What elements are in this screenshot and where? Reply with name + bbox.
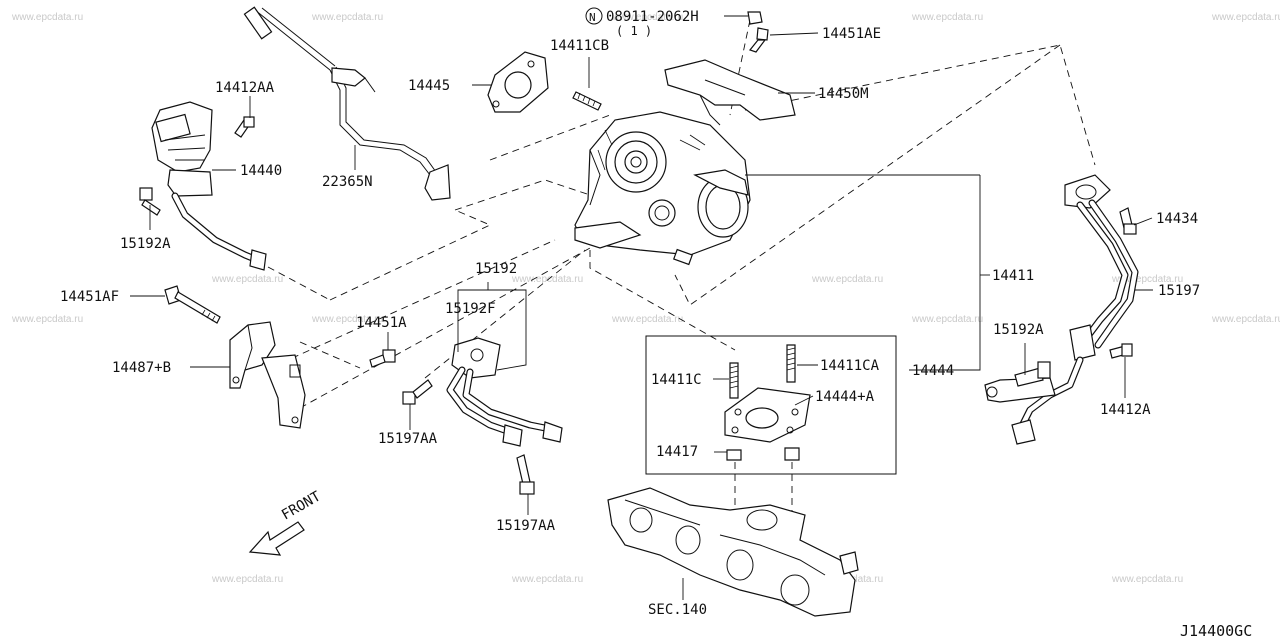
bolt-14451AE <box>747 11 769 53</box>
heat-shield <box>664 59 796 126</box>
bracket-14487B <box>229 321 306 429</box>
exhaust-manifold <box>607 487 859 617</box>
part-number-labels: 14411CB 14451AE 14445 14450M 14412AA 144… <box>60 26 1200 618</box>
detail-box-14444 <box>645 335 897 475</box>
label-14417: 14417 <box>656 444 698 460</box>
note-part-qty: ( 1 ) <box>616 24 652 38</box>
label-14444A: 14444+A <box>815 389 875 405</box>
note-circle-letter: N <box>589 11 596 24</box>
watermark: www.epcdata.ru <box>311 314 383 325</box>
sensor-22365N <box>243 6 451 201</box>
label-15192: 15192 <box>475 261 517 277</box>
label-14412AA: 14412AA <box>215 80 275 96</box>
bolt-15192A-right <box>1014 361 1051 387</box>
gasket-14445 <box>487 51 549 113</box>
label-14451AF: 14451AF <box>60 289 119 305</box>
watermark: www.epcdata.ru <box>911 12 983 23</box>
watermark: www.epcdata.ru <box>911 314 983 325</box>
watermark: www.epcdata.ru <box>11 314 83 325</box>
watermark: www.epcdata.ru <box>511 274 583 285</box>
bolt-14451A <box>369 349 396 368</box>
bolt-14412AA <box>234 116 255 138</box>
watermark: www.epcdata.ru <box>811 274 883 285</box>
bolt-14412A <box>1109 343 1133 359</box>
assembly-dashed-lines <box>267 19 1096 512</box>
note-part: N 08911-2062H ( 1 ) <box>585 7 748 38</box>
label-14487B: 14487+B <box>112 360 171 376</box>
label-14450M: 14450M <box>818 86 869 102</box>
sec-reference: SEC.140 <box>648 602 707 618</box>
bolt-15197AA-bottom <box>516 454 535 495</box>
turbocharger <box>574 111 751 266</box>
diagram-code: J14400GC <box>1180 622 1252 640</box>
front-label: FRONT <box>279 488 324 523</box>
note-part-number: 08911-2062H <box>606 9 699 25</box>
label-14451A: 14451A <box>356 315 407 331</box>
label-15192F: 15192F <box>445 301 496 317</box>
bolt-14451AF <box>164 285 221 324</box>
label-14412A: 14412A <box>1100 402 1151 418</box>
label-15192A-right: 15192A <box>993 322 1044 338</box>
watermark: www.epcdata.ru <box>1111 274 1183 285</box>
label-14411: 14411 <box>992 268 1034 284</box>
front-arrow: FRONT <box>248 488 324 556</box>
label-14440: 14440 <box>240 163 282 179</box>
watermark: www.epcdata.ru <box>211 274 283 285</box>
watermark: www.epcdata.ru <box>511 574 583 585</box>
oil-return-15197 <box>984 174 1139 445</box>
watermark: www.epcdata.ru <box>1111 574 1183 585</box>
label-14411CB: 14411CB <box>550 38 609 54</box>
label-14411C: 14411C <box>651 372 702 388</box>
watermark: www.epcdata.ru <box>1211 314 1280 325</box>
oil-tube-15192 <box>446 337 563 447</box>
watermark: www.epcdata.ru <box>1211 12 1280 23</box>
label-15192A-left: 15192A <box>120 236 171 252</box>
bolt-14434 <box>1119 207 1137 235</box>
actuator <box>151 101 267 271</box>
watermark: www.epcdata.ru <box>211 574 283 585</box>
label-14451AE: 14451AE <box>822 26 881 42</box>
watermark: www.epcdata.ru <box>611 314 683 325</box>
label-15197AA-left: 15197AA <box>378 431 438 447</box>
label-14434: 14434 <box>1156 211 1198 227</box>
label-15197AA-bottom: 15197AA <box>496 518 556 534</box>
watermark: www.epcdata.ru <box>611 12 683 23</box>
bolt-15197AA-left <box>402 379 433 405</box>
label-15197: 15197 <box>1158 283 1200 299</box>
watermark: www.epcdata.ru <box>11 12 83 23</box>
label-14411CA: 14411CA <box>820 358 880 374</box>
watermark: www.epcdata.ru <box>311 12 383 23</box>
leader-lines <box>130 32 1153 600</box>
label-14444: 14444 <box>912 363 954 379</box>
stud-14411CB <box>572 91 602 111</box>
label-22365N: 22365N <box>322 174 373 190</box>
bolt-15192A-left <box>139 187 161 216</box>
label-14445: 14445 <box>408 78 450 94</box>
note-circle-icon <box>585 7 603 25</box>
